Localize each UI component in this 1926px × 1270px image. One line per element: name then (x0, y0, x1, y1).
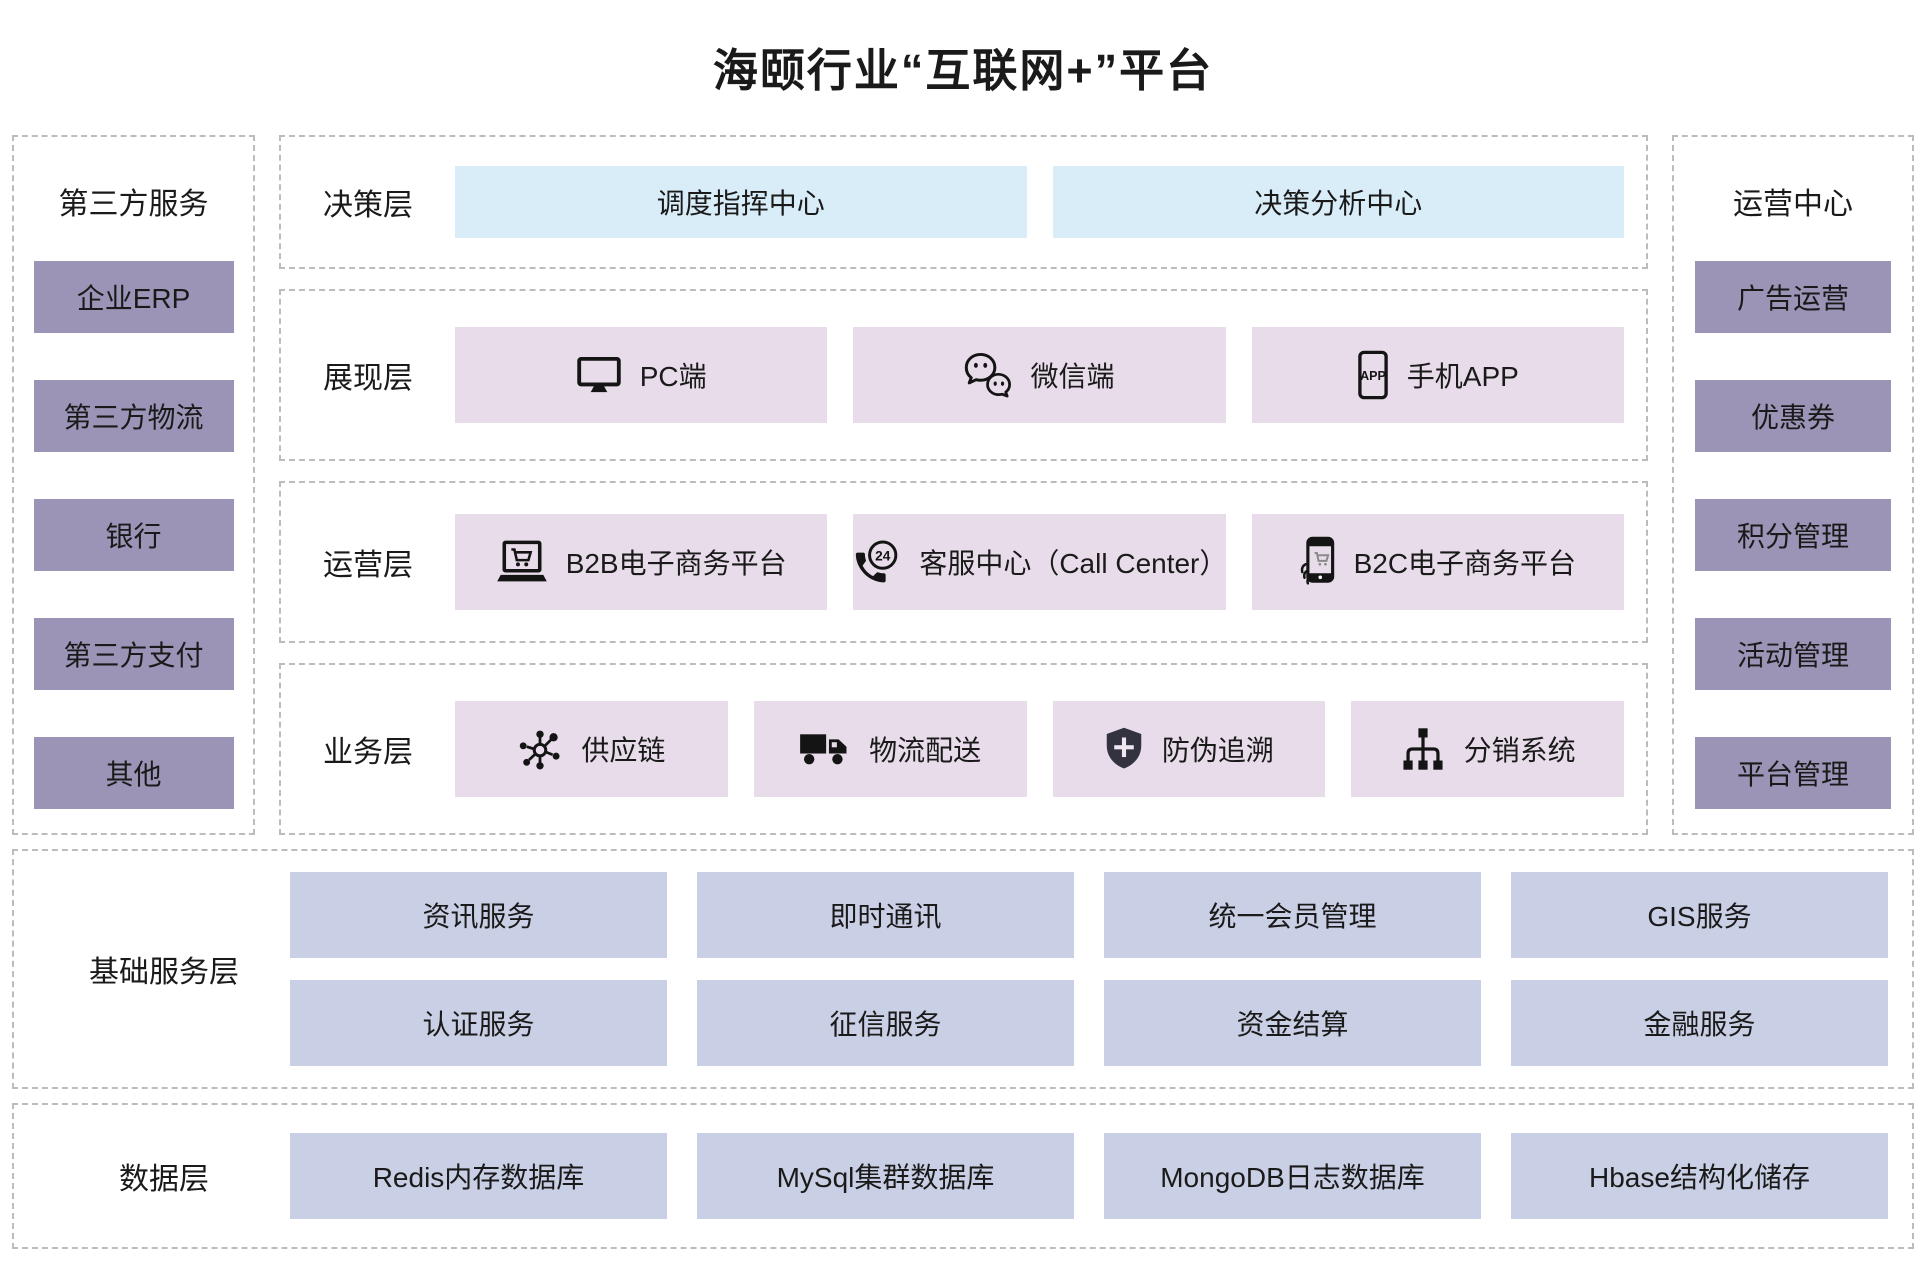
shield-plus-icon (1104, 726, 1144, 772)
third-party-item-bank: 银行 (33, 499, 234, 571)
box-label: 分销系统 (1463, 735, 1576, 766)
operations-center-panel: 运营中心 广告运营 优惠券 积分管理 活动管理 平台管理 (1672, 135, 1914, 835)
layer-decision-boxes: 调度指挥中心 决策分析中心 (455, 166, 1624, 238)
box-dispatch-command-center: 调度指挥中心 (455, 166, 1027, 238)
box-label: PC端 (639, 361, 707, 392)
box-call-center: 24 客服中心（Call Center） (853, 514, 1228, 610)
layer-operations: 运营层 B2B电子商务平台 (279, 481, 1648, 643)
base-service-layer-label: 基础服务层 (89, 956, 239, 989)
layer-operations-label: 运营层 (323, 549, 413, 582)
third-party-item-payment: 第三方支付 (33, 618, 234, 690)
box-distribution-system: 分销系统 (1351, 701, 1624, 797)
top-section: 第三方服务 企业ERP 第三方物流 银行 第三方支付 其他 决策层 调度指挥中心… (12, 135, 1914, 835)
layer-decision-label: 决策层 (323, 189, 413, 222)
third-party-item-logistics: 第三方物流 (33, 380, 234, 452)
data-layer-label: 数据层 (119, 1163, 209, 1196)
truck-icon (799, 729, 851, 769)
db-box-mysql: MySql集群数据库 (697, 1133, 1074, 1219)
box-label: 微信端 (1030, 361, 1115, 392)
third-party-services-panel: 第三方服务 企业ERP 第三方物流 银行 第三方支付 其他 (12, 135, 255, 835)
layer-operations-boxes: B2B电子商务平台 24 客服中心（Call Center） (455, 514, 1624, 610)
layer-presentation: 展现层 PC端 (279, 289, 1648, 461)
monitor-icon (576, 355, 622, 396)
wechat-icon (964, 352, 1012, 398)
third-party-item-other: 其他 (33, 737, 234, 809)
layer-business-label: 业务层 (323, 736, 413, 769)
mobile-app-icon: APP (1357, 350, 1389, 400)
ops-item-points-management: 积分管理 (1695, 499, 1891, 571)
ops-item-activity-management: 活动管理 (1695, 618, 1891, 690)
hand-phone-cart-icon (1300, 536, 1336, 588)
box-logistics-delivery: 物流配送 (753, 701, 1027, 797)
service-box-im: 即时通讯 (697, 872, 1074, 958)
service-box-member: 统一会员管理 (1104, 872, 1481, 958)
box-anti-counterfeit-trace: 防伪追溯 (1052, 701, 1326, 797)
ops-item-coupon: 优惠券 (1695, 380, 1891, 452)
box-b2b-ecommerce: B2B电子商务平台 (455, 514, 828, 610)
box-pc-client: PC端 (455, 327, 828, 423)
layer-presentation-boxes: PC端 微信端 (455, 327, 1624, 423)
box-b2c-ecommerce: B2C电子商务平台 (1251, 514, 1624, 610)
ops-item-platform-management: 平台管理 (1695, 737, 1891, 809)
svg-text:24: 24 (875, 548, 891, 563)
box-supply-chain: 供应链 (455, 701, 728, 797)
laptop-cart-icon (496, 540, 548, 585)
base-service-grid: 资讯服务 即时通讯 统一会员管理 GIS服务 认证服务 征信服务 资金结算 金融… (290, 872, 1888, 1066)
distribution-tree-icon (1400, 727, 1446, 771)
data-layer-panel: 数据层 Redis内存数据库 MySql集群数据库 MongoDB日志数据库 H… (12, 1103, 1914, 1249)
callcenter-24-icon: 24 (853, 539, 901, 585)
db-box-hbase: Hbase结构化储存 (1511, 1133, 1888, 1219)
box-label: 客服中心（Call Center） (919, 548, 1228, 579)
db-box-mongodb: MongoDB日志数据库 (1104, 1133, 1481, 1219)
page-title: 海颐行业“互联网+”平台 (712, 45, 1214, 96)
layer-presentation-label: 展现层 (323, 362, 413, 395)
box-label: B2C电子商务平台 (1353, 548, 1577, 579)
operations-center-title: 运营中心 (1733, 188, 1853, 221)
service-box-auth: 认证服务 (290, 980, 667, 1066)
service-box-credit: 征信服务 (697, 980, 1074, 1066)
service-box-gis: GIS服务 (1511, 872, 1888, 958)
box-label: B2B电子商务平台 (565, 548, 787, 579)
box-mobile-app: APP 手机APP (1251, 327, 1624, 423)
box-label: 防伪追溯 (1161, 735, 1274, 766)
svg-text:APP: APP (1360, 369, 1386, 383)
box-label: 手机APP (1406, 361, 1519, 392)
base-service-layer-panel: 基础服务层 资讯服务 即时通讯 统一会员管理 GIS服务 认证服务 征信服务 资… (12, 849, 1914, 1089)
box-decision-analysis-center: 决策分析中心 (1052, 166, 1624, 238)
db-box-redis: Redis内存数据库 (290, 1133, 667, 1219)
service-box-finance: 金融服务 (1511, 980, 1888, 1066)
third-party-services-title: 第三方服务 (58, 188, 209, 221)
layer-business: 业务层 供应 (279, 663, 1648, 835)
third-party-item-erp: 企业ERP (33, 261, 234, 333)
data-layer-grid: Redis内存数据库 MySql集群数据库 MongoDB日志数据库 Hbase… (290, 1133, 1888, 1219)
box-wechat-client: 微信端 (853, 327, 1226, 423)
service-box-settlement: 资金结算 (1104, 980, 1481, 1066)
supply-network-icon (517, 726, 563, 772)
ops-item-ad-operation: 广告运营 (1695, 261, 1891, 333)
service-box-info: 资讯服务 (290, 872, 667, 958)
layer-decision: 决策层 调度指挥中心 决策分析中心 (279, 135, 1648, 269)
layer-business-boxes: 供应链 物流配送 (455, 701, 1624, 797)
box-label: 供应链 (581, 735, 666, 766)
center-layers: 决策层 调度指挥中心 决策分析中心 展现层 PC端 (279, 135, 1648, 835)
box-label: 物流配送 (869, 735, 982, 766)
